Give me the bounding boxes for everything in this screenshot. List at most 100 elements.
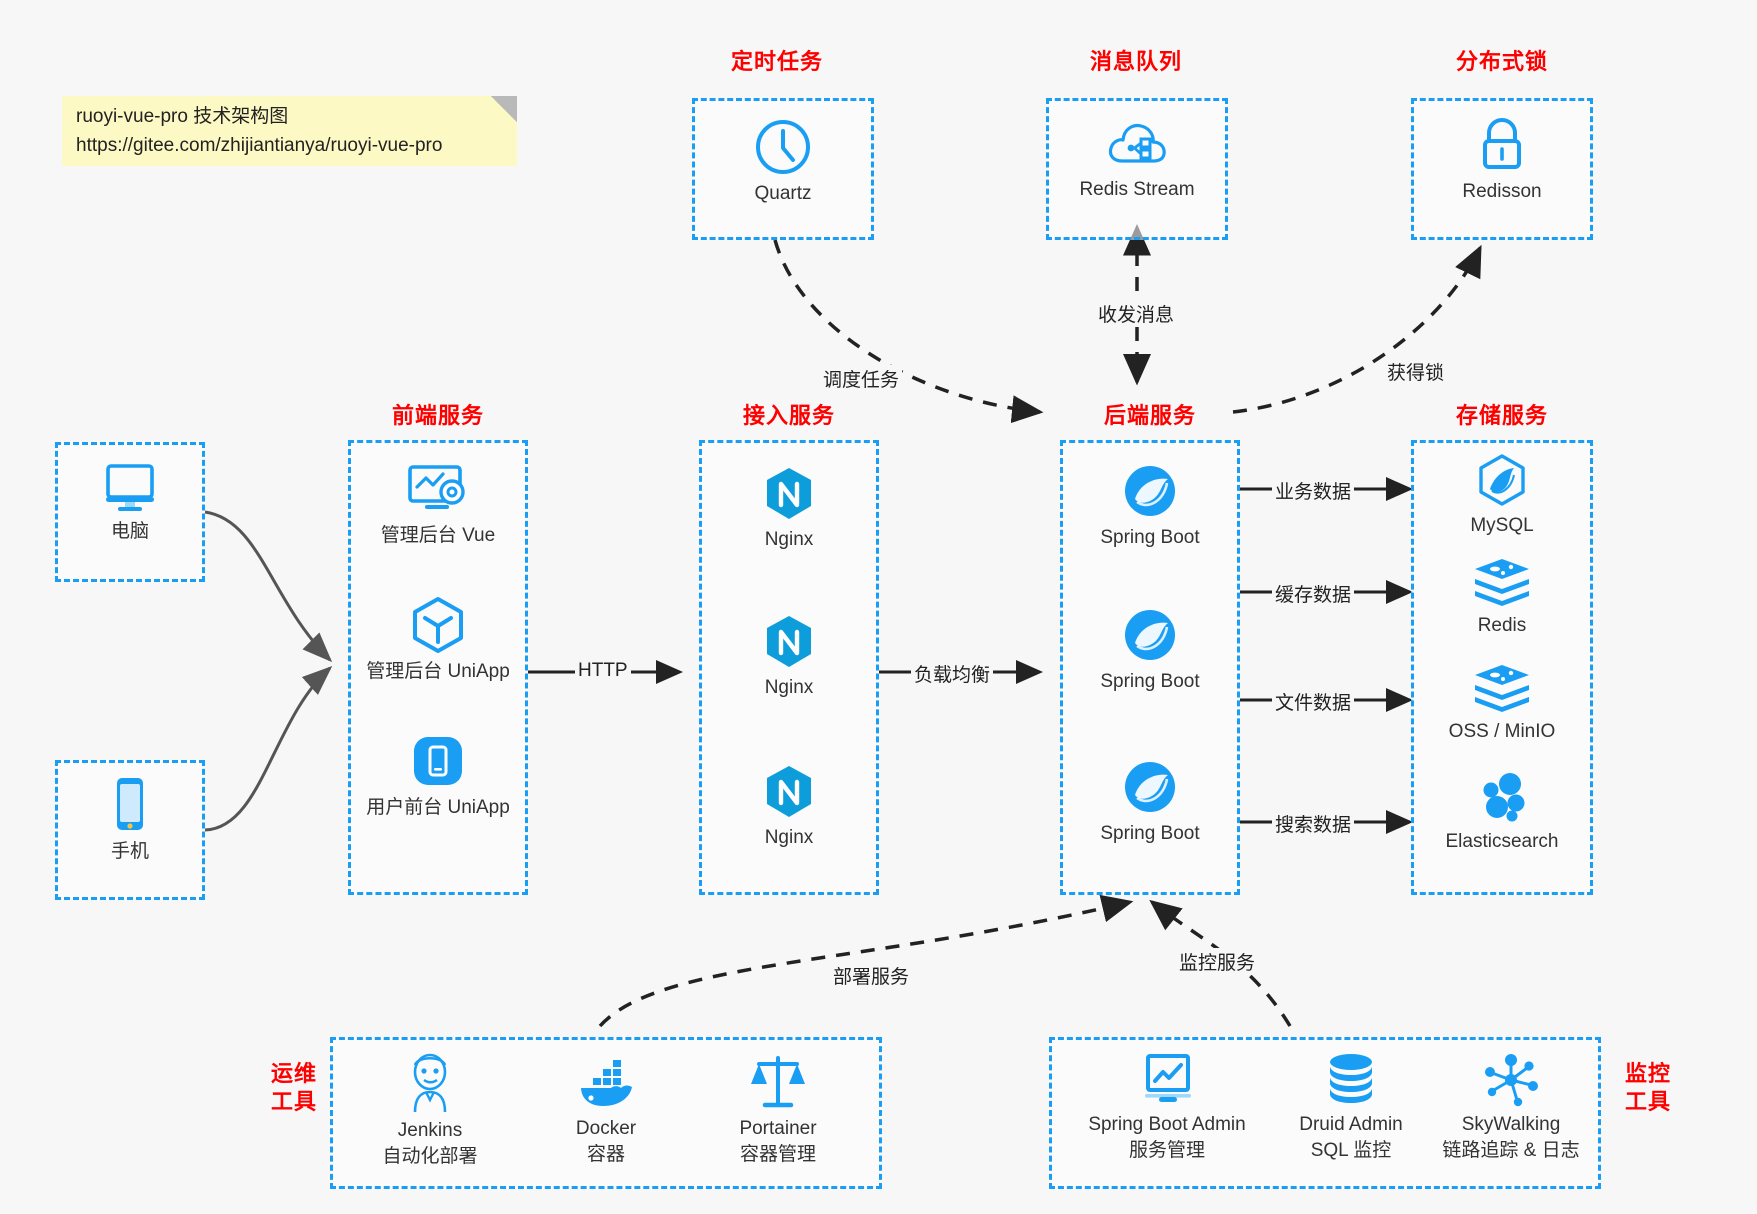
node-label: OSS / MinIO (1448, 721, 1556, 742)
monitor-chart-icon (1145, 1054, 1191, 1102)
node-admin-uniapp[interactable]: 管理后台 UniApp (351, 595, 525, 685)
mobile-app-icon (414, 737, 462, 785)
node-redisson[interactable]: Redisson (1414, 115, 1590, 205)
group-computer: 电脑 (55, 442, 205, 582)
node-label: Redis Stream (1079, 179, 1195, 200)
group-scheduler: Quartz (692, 98, 874, 240)
group-title-devops-line2: 工具 (270, 1088, 317, 1114)
node-spring-boot-2[interactable]: Spring Boot (1063, 605, 1237, 695)
nginx-icon (767, 766, 811, 817)
node-label: Spring Boot Admin (1088, 1114, 1246, 1135)
group-devops: Jenkins 自动化部署 Docker 容器 (330, 1037, 882, 1189)
node-label: Spring Boot (1100, 671, 1200, 692)
node-label: 管理后台 UniApp (366, 661, 510, 682)
node-computer[interactable]: 电脑 (58, 459, 202, 545)
node-label: Elasticsearch (1445, 831, 1559, 852)
smartphone-icon (117, 778, 143, 830)
group-title-monitor: 监控 工具 (1616, 1060, 1680, 1115)
edge-label-acquire-lock: 获得锁 (1384, 358, 1448, 385)
skywalking-nodes-icon (1485, 1054, 1538, 1107)
node-nginx-3[interactable]: Nginx (702, 763, 876, 851)
spring-leaf-icon (1125, 762, 1175, 812)
node-sublabel: 容器管理 (739, 1143, 816, 1165)
node-sublabel: 容器 (586, 1143, 625, 1165)
node-sublabel: 服务管理 (1128, 1139, 1205, 1161)
info-note: ruoyi-vue-pro 技术架构图 https://gitee.com/zh… (62, 96, 517, 166)
node-mysql[interactable]: MySQL (1414, 453, 1590, 539)
jenkins-butler-icon (413, 1053, 447, 1113)
node-label: Nginx (764, 529, 814, 550)
lock-icon (1483, 118, 1521, 169)
node-label: Docker (575, 1118, 637, 1139)
node-label: 用户前台 UniApp (366, 797, 510, 818)
node-spring-boot-1[interactable]: Spring Boot (1063, 461, 1237, 551)
cloud-stream-icon (1108, 123, 1166, 163)
docker-whale-icon (581, 1060, 632, 1106)
edge-label-file-data: 文件数据 (1272, 688, 1355, 715)
edge-label-monitor-service: 监控服务 (1176, 948, 1259, 975)
node-spring-boot-admin[interactable]: Spring Boot Admin 服务管理 (1062, 1052, 1272, 1163)
spring-leaf-icon (1125, 466, 1175, 516)
edge-label-send-receive-message: 收发消息 (1095, 300, 1178, 327)
edge-label-load-balance: 负载均衡 (911, 660, 994, 687)
redis-stack-icon (1475, 559, 1529, 606)
node-oss-minio[interactable]: OSS / MinIO (1414, 661, 1590, 745)
node-label: Quartz (754, 183, 812, 204)
node-jenkins[interactable]: Jenkins 自动化部署 (347, 1052, 513, 1169)
node-label: Spring Boot (1100, 823, 1200, 844)
group-mq: Redis Stream (1046, 98, 1228, 240)
node-admin-vue[interactable]: 管理后台 Vue (351, 461, 525, 549)
node-label: Redisson (1462, 181, 1542, 202)
node-phone[interactable]: 手机 (58, 775, 202, 865)
mysql-dolphin-icon (1479, 454, 1525, 506)
node-label: 手机 (110, 841, 149, 862)
node-quartz[interactable]: Quartz (695, 117, 871, 207)
node-label: Nginx (764, 827, 814, 848)
node-docker[interactable]: Docker 容器 (523, 1058, 689, 1167)
node-sublabel: 自动化部署 (382, 1145, 478, 1167)
group-title-scheduler: 定时任务 (730, 49, 823, 74)
edge-label-search-data: 搜索数据 (1272, 810, 1355, 837)
node-label: Nginx (764, 677, 814, 698)
note-line-title: ruoyi-vue-pro 技术架构图 (76, 105, 289, 127)
node-label: 管理后台 Vue (380, 525, 496, 546)
node-redis[interactable]: Redis (1414, 555, 1590, 639)
group-monitor: Spring Boot Admin 服务管理 Druid Admin SQL 监… (1049, 1037, 1601, 1189)
node-druid-admin[interactable]: Druid Admin SQL 监控 (1268, 1052, 1434, 1163)
note-fold-icon (491, 96, 517, 122)
node-label: MySQL (1470, 515, 1534, 536)
node-nginx-1[interactable]: Nginx (702, 465, 876, 553)
group-title-monitor-line1: 监控 (1624, 1061, 1671, 1086)
node-portainer[interactable]: Portainer 容器管理 (695, 1052, 861, 1167)
group-title-monitor-line2: 工具 (1624, 1088, 1671, 1114)
node-label: Druid Admin (1299, 1114, 1403, 1135)
node-elasticsearch[interactable]: Elasticsearch (1414, 769, 1590, 855)
group-title-devops: 运维 工具 (262, 1060, 326, 1115)
node-sublabel: SQL 监控 (1310, 1139, 1392, 1161)
monitor-icon (106, 464, 154, 511)
node-redis-stream[interactable]: Redis Stream (1049, 117, 1225, 203)
group-title-mq: 消息队列 (1089, 49, 1182, 74)
node-label: Jenkins (397, 1120, 463, 1141)
note-line-url: https://gitee.com/zhijiantianya/ruoyi-vu… (76, 135, 443, 156)
scales-icon (751, 1056, 805, 1108)
edge-label-business-data: 业务数据 (1272, 477, 1355, 504)
edge-label-cache-data: 缓存数据 (1272, 580, 1355, 607)
nginx-icon (767, 468, 811, 519)
node-label: Portainer (739, 1118, 817, 1139)
group-title-devops-line1: 运维 (270, 1061, 317, 1086)
redis-stack-icon (1475, 665, 1529, 712)
group-title-storage: 存储服务 (1455, 403, 1548, 428)
node-spring-boot-3[interactable]: Spring Boot (1063, 757, 1237, 847)
node-label: 电脑 (110, 521, 149, 542)
group-frontend: 管理后台 Vue 管理后台 UniApp 用户前台 UniApp (348, 440, 528, 895)
node-skywalking[interactable]: SkyWalking 链路追踪 & 日志 (1418, 1052, 1604, 1163)
group-backend: Spring Boot Spring Boot Spring Boot (1060, 440, 1240, 895)
group-lock: Redisson (1411, 98, 1593, 240)
group-title-backend: 后端服务 (1103, 403, 1196, 428)
node-nginx-2[interactable]: Nginx (702, 613, 876, 701)
edge-label-schedule-task: 调度任务 (820, 365, 903, 392)
group-title-gateway: 接入服务 (742, 403, 835, 428)
node-user-uniapp[interactable]: 用户前台 UniApp (351, 731, 525, 821)
spring-leaf-icon (1125, 610, 1175, 660)
